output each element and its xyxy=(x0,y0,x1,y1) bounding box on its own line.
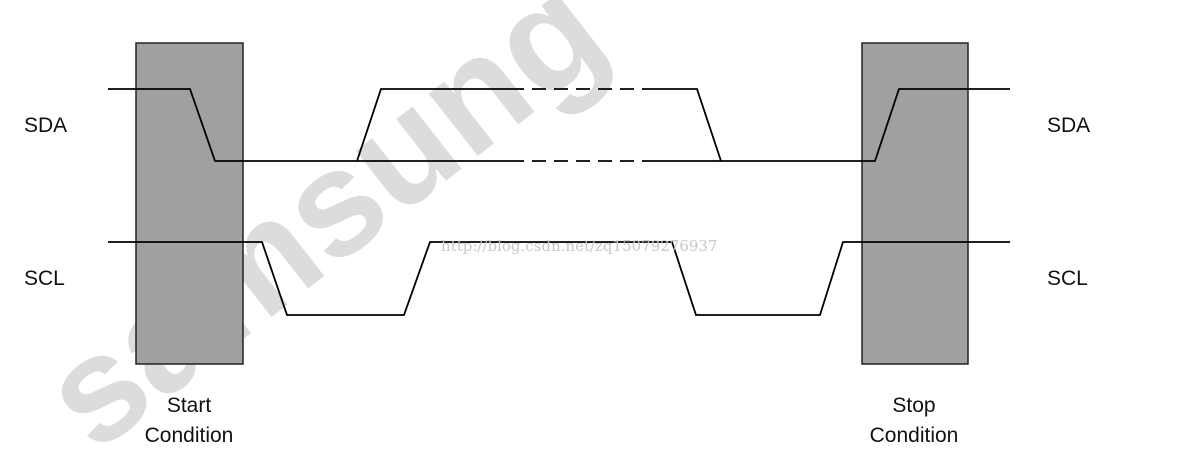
sda-data-fall xyxy=(650,88,722,162)
stop-condition-caption-line1: Stop xyxy=(892,394,935,417)
sda-low-to-stop xyxy=(650,88,1010,162)
scl-waveform xyxy=(108,241,1010,316)
scl-label-left: SCL xyxy=(24,267,65,290)
sda-start-fall xyxy=(108,88,510,162)
watermark-brand: samsung xyxy=(11,0,633,472)
sda-label-left: SDA xyxy=(24,114,67,137)
start-condition-box xyxy=(135,42,244,365)
start-condition-caption-line1: Start xyxy=(167,394,212,417)
scl-line xyxy=(108,241,1010,316)
stop-condition-box xyxy=(861,42,969,365)
watermark-url: http://blog.csdn.net/zq15079276937 xyxy=(441,237,718,255)
sda-waveform xyxy=(108,88,1010,162)
scl-label-right: SCL xyxy=(1047,267,1088,290)
stop-condition-caption-line2: Condition xyxy=(870,424,959,447)
sda-data-rise xyxy=(356,88,510,162)
sda-label-right: SDA xyxy=(1047,114,1090,137)
start-condition-caption-line2: Condition xyxy=(145,424,234,447)
